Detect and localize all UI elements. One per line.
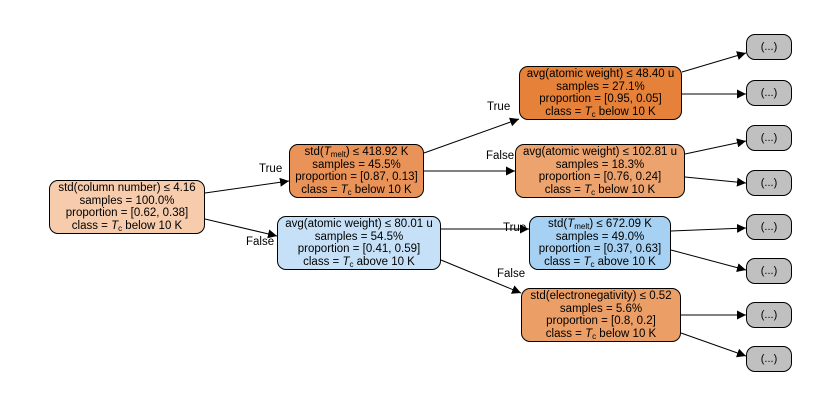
lr-split: avg(atomic weight) ≤ 102.81 u (523, 146, 677, 158)
root-proportion: proportion = [0.62, 0.38] (65, 207, 189, 219)
root-samples: samples = 100.0% (79, 194, 175, 207)
edge-lr-leaf4 (684, 176, 747, 187)
edge-rl-leaf6 (670, 249, 747, 273)
edge-lr-leaf3 (684, 138, 747, 155)
edge-ll-leaf1 (681, 51, 747, 73)
edge-rr-leaf8 (680, 332, 747, 358)
lr-class: class = Tc below 10 K (544, 183, 656, 197)
leaf-node-1: (...) (746, 34, 792, 60)
rl-class: class = Tc above 10 K (544, 255, 656, 269)
lr-node: avg(atomic weight) ≤ 102.81 u samples = … (515, 144, 685, 198)
edge-label-root-false: False (246, 236, 275, 248)
rr-samples: samples = 5.6% (559, 302, 643, 315)
right-proportion: proportion = [0.41, 0.59] (297, 243, 421, 255)
root-class: class = Tc below 10 K (71, 219, 183, 233)
left-samples: samples = 45.5% (312, 158, 401, 171)
leaf-node-8: (...) (746, 346, 792, 372)
leaf-node-2: (...) (746, 80, 792, 106)
edge-label-right-true: True (503, 222, 527, 234)
left-proportion: proportion = [0.87, 0.13] (295, 171, 418, 183)
rl-split: std(Tmelt) ≤ 672.09 K (548, 218, 652, 231)
root-split: std(column number) ≤ 4.16 (58, 182, 196, 194)
leaf-node-5: (...) (746, 214, 792, 240)
edge-label-right-false: False (497, 268, 526, 280)
leaf-node-4: (...) (746, 170, 792, 196)
ll-class: class = Tc below 10 K (545, 105, 656, 119)
edge-label-left-false: False (486, 150, 515, 162)
rl-proportion: proportion = [0.37, 0.63] (538, 243, 662, 255)
left-node: std(Tmelt) ≤ 418.92 K samples = 45.5% pr… (289, 144, 424, 198)
edge-label-left-true: True (487, 101, 511, 113)
right-node: avg(atomic weight) ≤ 80.01 u samples = 5… (277, 216, 441, 270)
ll-samples: samples = 27.1% (556, 80, 645, 93)
edge-left-ll (423, 117, 520, 154)
edge-right-rr (440, 259, 522, 294)
lr-proportion: proportion = [0.76, 0.24] (538, 171, 662, 183)
right-split: avg(atomic weight) ≤ 80.01 u (285, 218, 433, 230)
rr-class: class = Tc below 10 K (545, 327, 657, 341)
ll-node: avg(atomic weight) ≤ 48.40 u samples = 2… (519, 66, 682, 120)
edge-label-root-true: True (259, 163, 283, 175)
ll-split: avg(atomic weight) ≤ 48.40 u (526, 68, 675, 80)
edge-root-right (204, 218, 278, 239)
rr-node: std(electronegativity) ≤ 0.52 samples = … (521, 288, 681, 342)
leaf-node-6: (...) (746, 258, 792, 284)
ll-proportion: proportion = [0.95, 0.05] (539, 93, 662, 105)
leaf-node-3: (...) (746, 125, 792, 151)
root-node: std(column number) ≤ 4.16 samples = 100.… (49, 180, 205, 234)
lr-samples: samples = 18.3% (555, 158, 645, 171)
edge-root-left (204, 177, 290, 194)
rr-proportion: proportion = [0.8, 0.2] (546, 315, 656, 327)
rl-node: std(Tmelt) ≤ 672.09 K samples = 49.0% pr… (529, 216, 671, 270)
edge-rl-leaf5 (670, 223, 747, 233)
rr-split: std(electronegativity) ≤ 0.52 (530, 290, 672, 302)
right-class: class = Tc above 10 K (303, 255, 415, 269)
rl-samples: samples = 49.0% (555, 230, 645, 243)
leaf-node-7: (...) (746, 302, 792, 328)
right-samples: samples = 54.5% (314, 230, 404, 243)
left-class: class = Tc below 10 K (301, 183, 412, 197)
left-split: std(Tmelt) ≤ 418.92 K (304, 146, 409, 159)
